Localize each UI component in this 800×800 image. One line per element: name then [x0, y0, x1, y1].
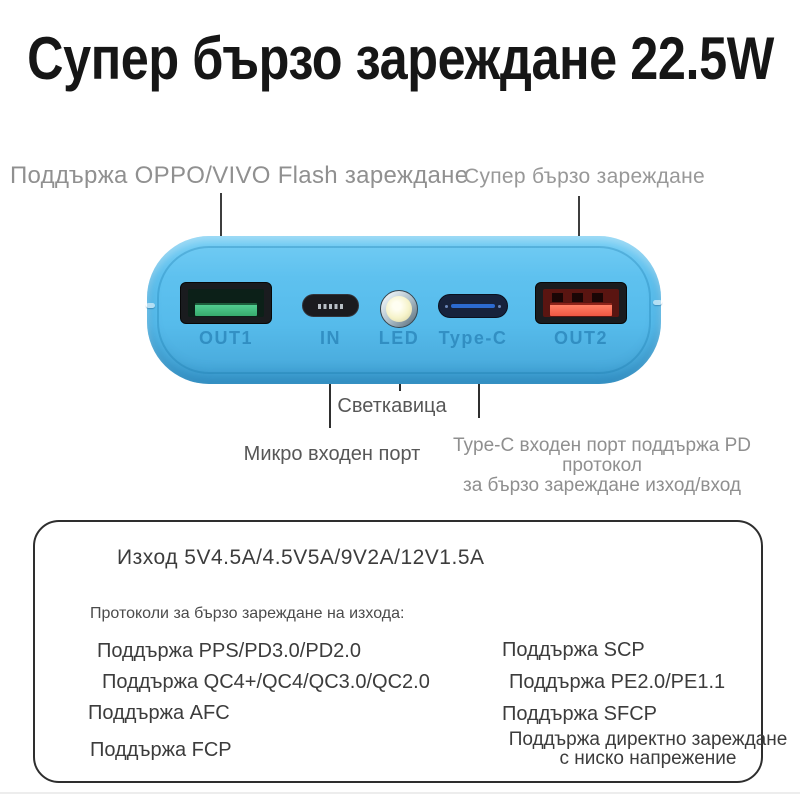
- usb-out1-tongue: [195, 303, 257, 316]
- micro-usb-pins: [317, 304, 344, 309]
- output-spec-line: Изход 5V4.5A/4.5V5A/9V2A/12V1.5A: [117, 546, 485, 569]
- typec-callout-label: Type-C входен порт поддържа PD протокол …: [420, 436, 784, 496]
- spec-item-fcp: Поддържа FCP: [90, 739, 232, 761]
- usb-out2-cavity: [543, 289, 619, 317]
- typec-port: [438, 294, 508, 318]
- spec-item-qc: Поддържа QC4+/QC4/QC3.0/QC2.0: [102, 671, 430, 693]
- micro-in-callout-label: Микро входен порт: [243, 443, 421, 465]
- port-label-out2: OUT2: [553, 328, 608, 348]
- spec-item-afc: Поддържа AFC: [88, 702, 230, 724]
- spec-box: Изход 5V4.5A/4.5V5A/9V2A/12V1.5A Протоко…: [33, 520, 787, 783]
- device-right-seam: [653, 300, 662, 305]
- flashlight-callout-label: Светкавица: [337, 395, 447, 417]
- out1-callout-label: Поддържа OPPO/VIVO Flash зареждане: [10, 162, 469, 189]
- usb-out2-tongue: [550, 303, 612, 316]
- typec-pin-dot-left: [445, 305, 448, 308]
- port-label-out1: OUT1: [198, 328, 253, 348]
- device-left-seam: [146, 303, 155, 308]
- protocols-heading: Протоколи за бързо зареждане на изхода:: [90, 605, 405, 622]
- typec-callout-line2: за бързо зареждане изход/вход: [462, 475, 742, 496]
- usb-out2-port: [535, 282, 627, 324]
- port-label-typec: Type-C: [438, 328, 508, 348]
- spec-item-direct-charge: Поддържа директно зареждане с ниско напр…: [500, 730, 796, 768]
- power-bank-device: OUT1 IN LED Type-C OUT2: [146, 236, 662, 384]
- spec-item-scp: Поддържа SCP: [502, 639, 645, 661]
- usb-out1-port: [180, 282, 272, 324]
- bottom-divider: [0, 792, 800, 794]
- usb-out2-contacts: [552, 293, 610, 302]
- spec-item-direct-charge-line1: Поддържа директно зареждане: [508, 729, 788, 750]
- usb-out1-cavity: [188, 289, 264, 317]
- micro-usb-in-port: [302, 294, 359, 317]
- typec-pin: [451, 304, 495, 308]
- device-inner-outline: [157, 246, 651, 374]
- page-title-text: Супер бързо зареждане 22.5W: [26, 24, 774, 92]
- spec-item-pps: Поддържа PPS/PD3.0/PD2.0: [97, 640, 361, 662]
- spec-item-pe: Поддържа PE2.0/PE1.1: [509, 671, 726, 693]
- typec-callout-line1: Type-C входен порт поддържа PD протокол: [452, 435, 752, 476]
- spec-item-direct-charge-line2: с ниско напрежение: [559, 748, 737, 769]
- port-label-led: LED: [378, 328, 420, 348]
- port-label-in: IN: [320, 328, 341, 348]
- typec-pin-dot-right: [498, 305, 501, 308]
- out2-callout-label: Супер бързо зареждане: [464, 165, 706, 188]
- spec-item-sfcp: Поддържа SFCP: [502, 703, 657, 725]
- led-lens: [386, 296, 412, 322]
- led-flashlight: [380, 290, 418, 328]
- page-title: Супер бързо зареждане 22.5W: [0, 22, 800, 94]
